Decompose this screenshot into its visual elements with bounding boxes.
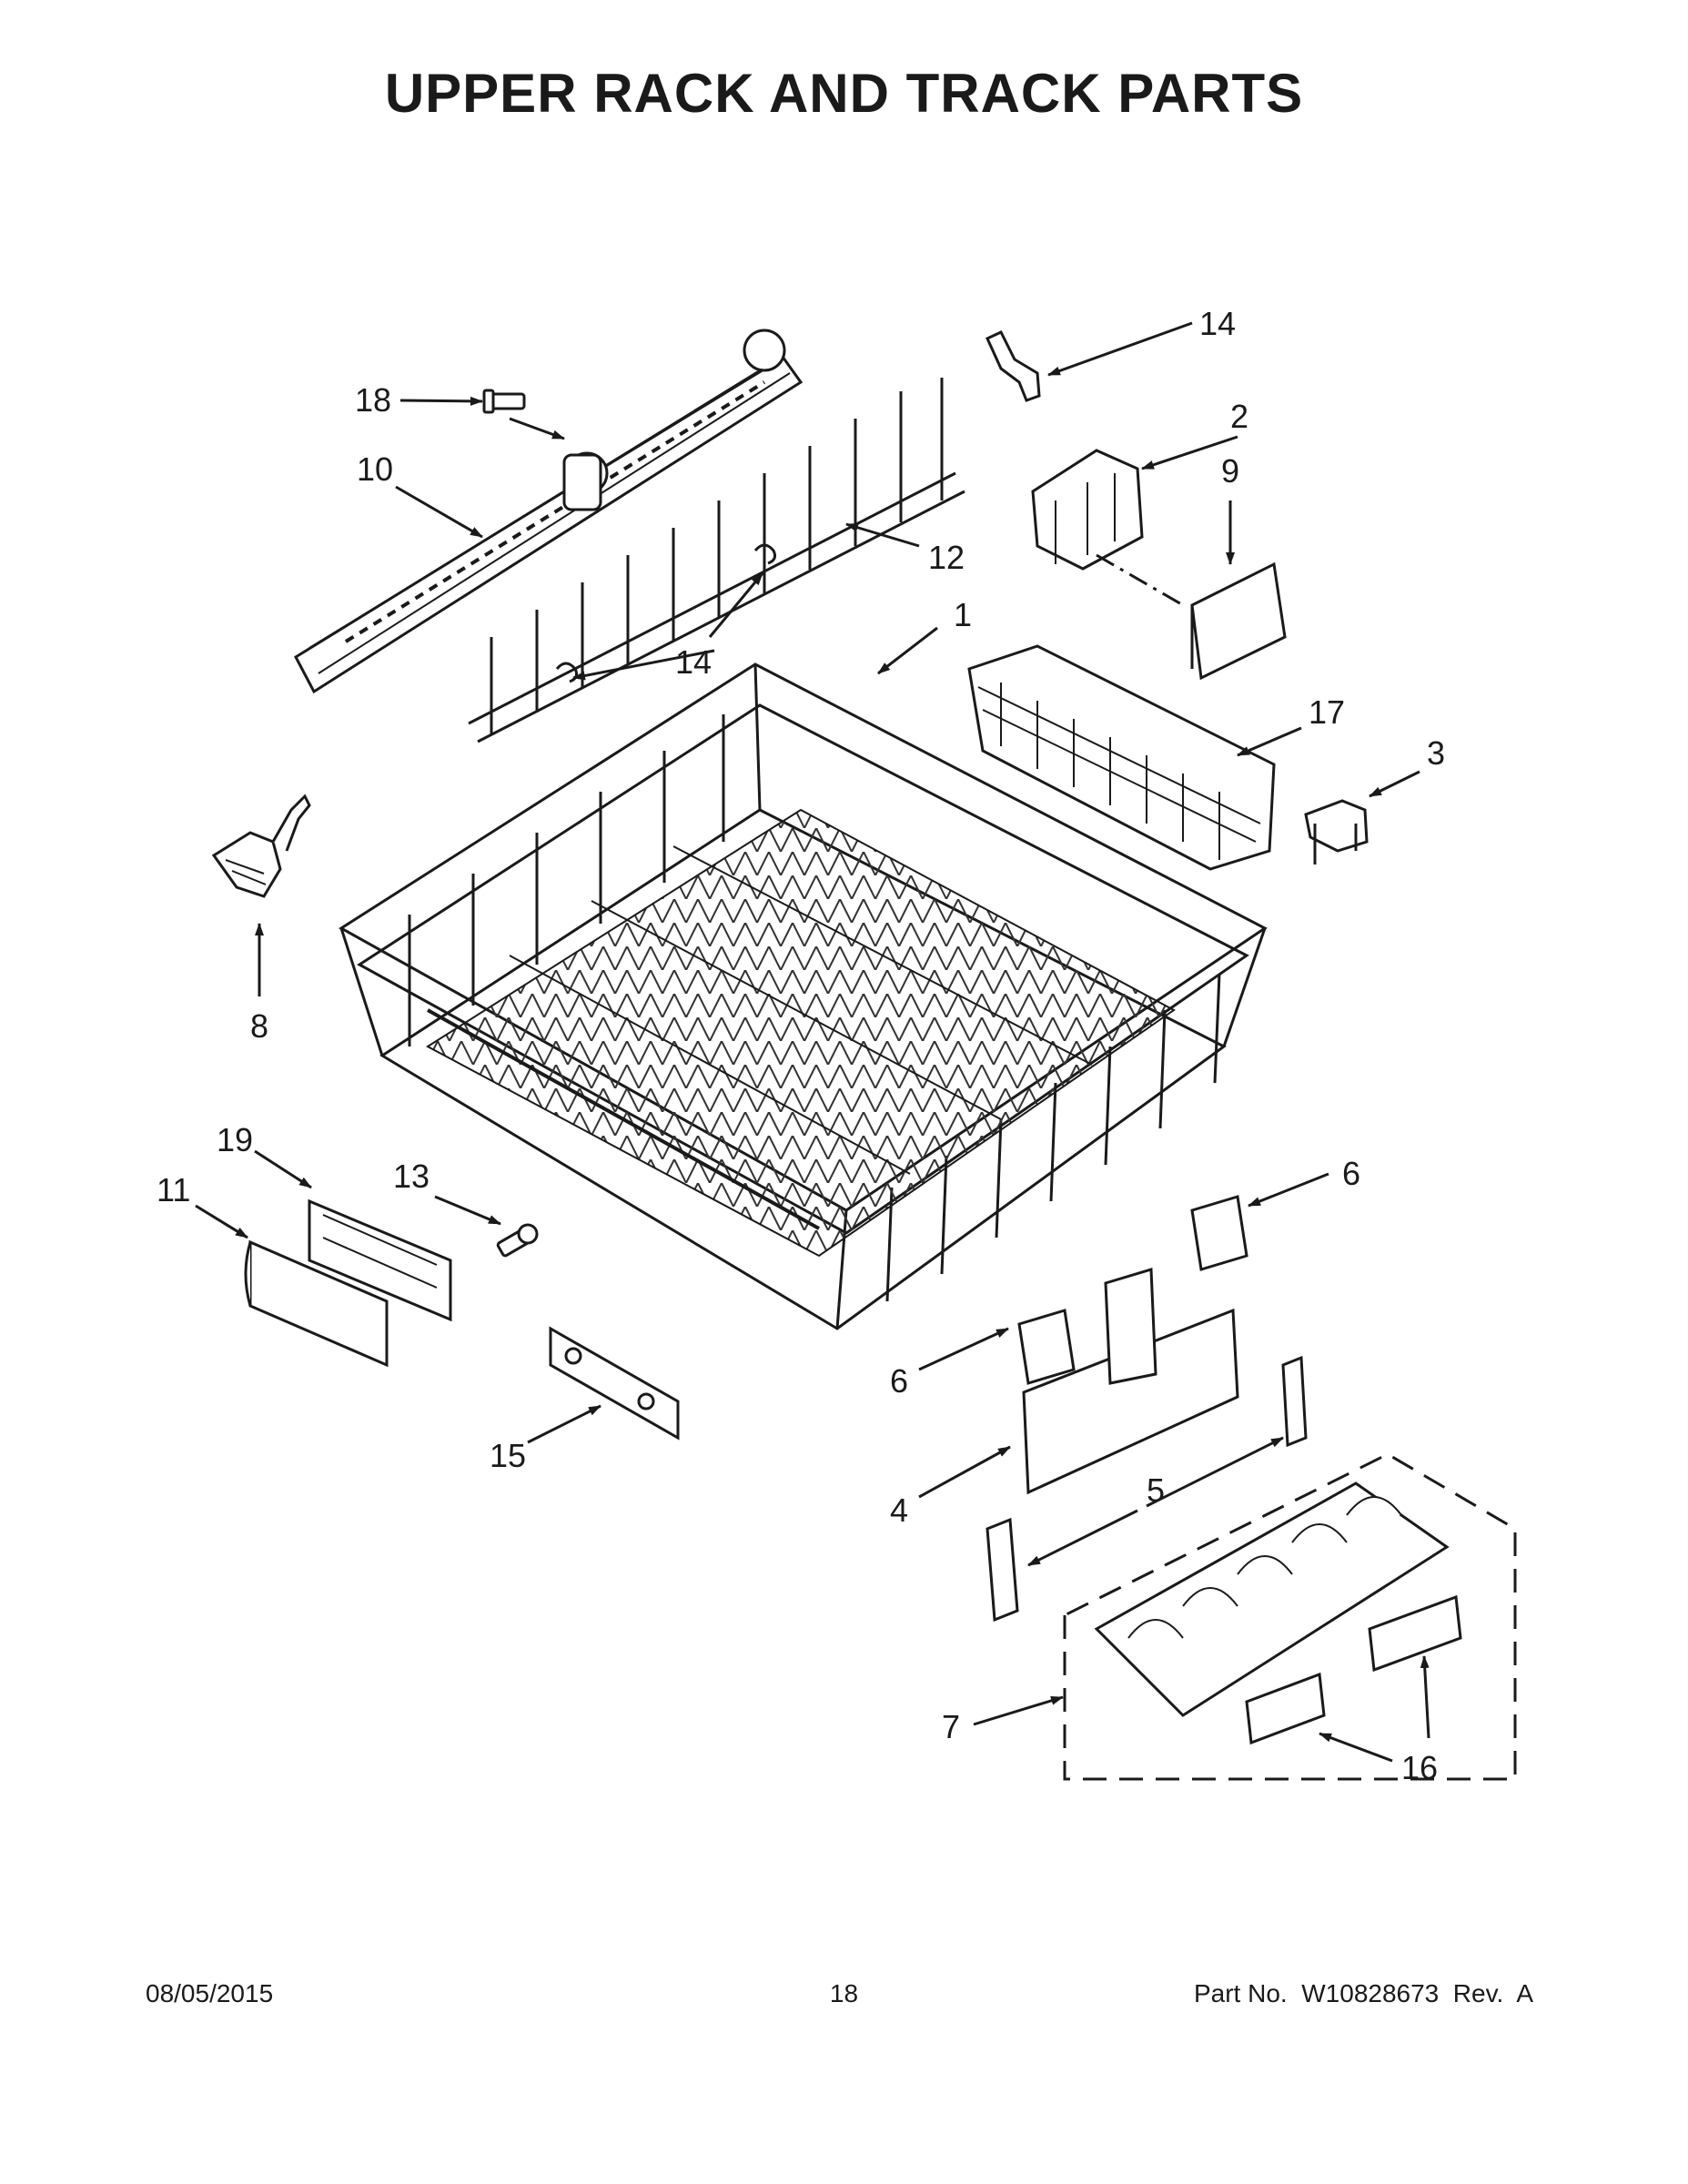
callout-12: 12 xyxy=(928,539,965,576)
callout-6-right: 6 xyxy=(1342,1155,1360,1192)
clip-14-top xyxy=(986,330,1041,402)
footer-page-number: 18 xyxy=(829,1979,859,2007)
callout-7: 7 xyxy=(942,1708,960,1745)
upper-rack-1 xyxy=(339,662,1268,1330)
divider-4 xyxy=(1022,1268,1239,1495)
callout-1: 1 xyxy=(954,596,972,633)
callout-14-mid: 14 xyxy=(675,643,712,681)
bumper-5-left xyxy=(986,1517,1019,1623)
callout-17: 17 xyxy=(1309,693,1345,731)
callout-18: 18 xyxy=(355,381,391,419)
clip-6-right xyxy=(1190,1195,1248,1271)
clip-16-b xyxy=(1368,1594,1462,1673)
callout-11: 11 xyxy=(157,1171,190,1208)
leader-arrows xyxy=(195,321,1430,1763)
clip-9 xyxy=(1190,561,1287,681)
callout-6-left: 6 xyxy=(890,1362,908,1400)
footer-part-number: Part No. W10828673 Rev. A xyxy=(1193,1979,1533,2007)
callout-3: 3 xyxy=(1427,734,1445,772)
callout-2: 2 xyxy=(1230,398,1248,435)
dashed-kit-box xyxy=(1063,1452,1517,1781)
callout-5: 5 xyxy=(1147,1471,1165,1509)
callout-13: 13 xyxy=(393,1158,430,1195)
callout-10: 10 xyxy=(357,450,393,488)
screw-13 xyxy=(496,1223,539,1258)
page-title: UPPER RACK AND TRACK PARTS xyxy=(384,63,1304,124)
dash-dot-line xyxy=(1096,553,1184,607)
screw-18 xyxy=(482,389,526,414)
callout-4: 4 xyxy=(890,1491,908,1529)
callout-9: 9 xyxy=(1221,452,1239,490)
handle-cover-11 xyxy=(244,1239,389,1368)
callout-15: 15 xyxy=(490,1437,526,1474)
callout-19: 19 xyxy=(217,1121,253,1158)
callout-14-top: 14 xyxy=(1199,305,1236,342)
clip-3 xyxy=(1304,799,1369,864)
basket-17 xyxy=(967,644,1276,871)
clip-16-a xyxy=(1245,1672,1326,1745)
track-rail xyxy=(294,329,804,694)
rack-clip-8 xyxy=(211,794,311,898)
footer-date: 08/05/2015 xyxy=(146,1979,274,2007)
handle-base-19 xyxy=(308,1198,452,1322)
clip-6-left xyxy=(1017,1309,1076,1385)
callout-16: 16 xyxy=(1401,1749,1438,1786)
callout-8: 8 xyxy=(250,1007,268,1045)
insert-7 xyxy=(1094,1481,1450,1717)
tine-row-12 xyxy=(468,378,965,743)
part-15 xyxy=(549,1326,680,1441)
bumper-5-right xyxy=(1281,1355,1308,1448)
bracket-2 xyxy=(1031,449,1144,571)
